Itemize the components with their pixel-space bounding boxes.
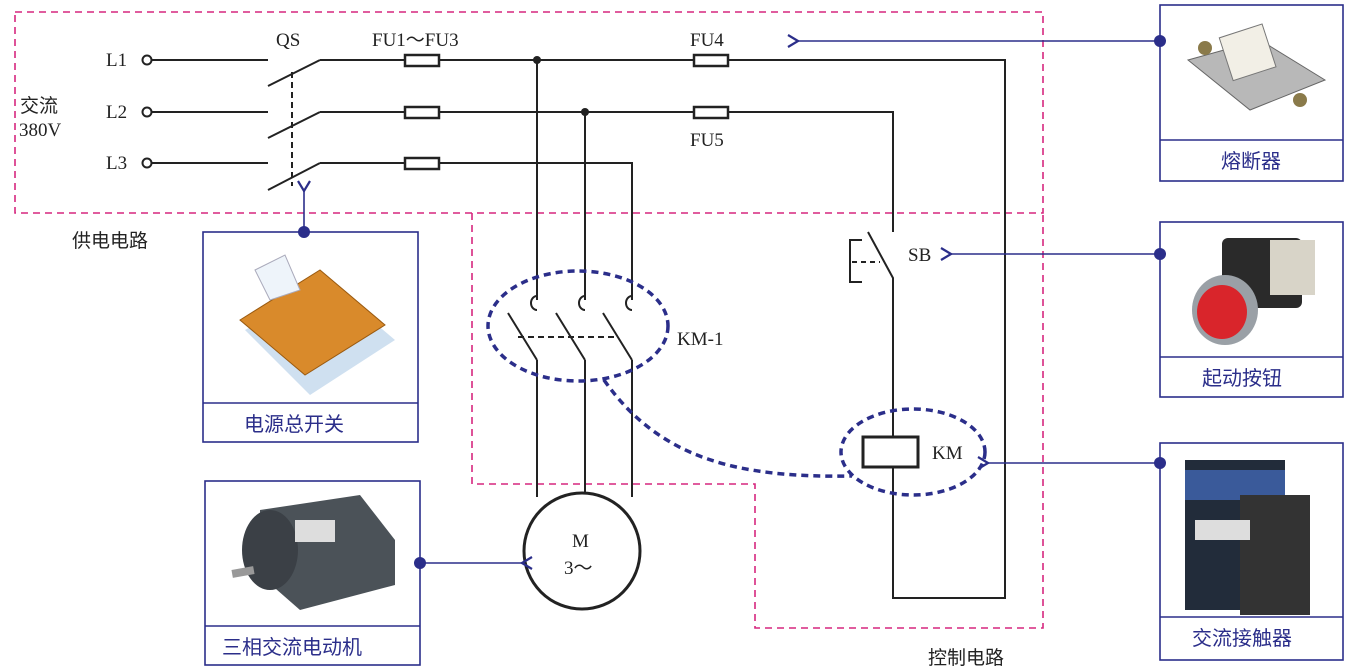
callout-caption-switch: 电源总开关 xyxy=(244,412,344,436)
voltage-label-1: 交流 xyxy=(20,95,58,117)
supply-circuit-region xyxy=(14,11,1044,214)
motor-label-2: 3～ xyxy=(564,558,593,579)
terminal-l2 xyxy=(141,106,153,118)
push-button-photo-icon xyxy=(1192,238,1315,345)
junction-l2 xyxy=(581,108,589,116)
callout-switch: 电源总开关 xyxy=(202,231,419,443)
terminal-l3 xyxy=(141,157,153,169)
km1-label: KM-1 xyxy=(677,329,723,350)
control-region-label: 控制电路 xyxy=(928,647,1004,669)
callout-motor: 三相交流电动机 xyxy=(204,480,421,666)
fuse-fu5 xyxy=(692,105,730,120)
callout-caption-button: 起动按钮 xyxy=(1202,366,1282,390)
callout-contactor: 交流接触器 xyxy=(1159,442,1344,661)
km-highlight xyxy=(839,407,987,497)
km-link xyxy=(602,378,853,478)
phase-label-l3: L3 xyxy=(106,153,127,174)
motor-label-1: M xyxy=(572,531,589,552)
fuse-photo-icon xyxy=(1186,23,1327,111)
fuse-fu4 xyxy=(692,53,730,68)
km-coil xyxy=(861,435,920,469)
callout-button: 起动按钮 xyxy=(1159,221,1344,398)
callout-caption-motor: 三相交流电动机 xyxy=(222,635,362,659)
fu5-label: FU5 xyxy=(690,130,724,151)
callout-caption-fuse: 熔断器 xyxy=(1221,149,1281,173)
control-circuit-region xyxy=(471,213,1044,629)
supply-region-label: 供电电路 xyxy=(72,230,148,252)
callout-fuse: 熔断器 xyxy=(1159,4,1344,182)
fuse-fu2 xyxy=(403,105,441,120)
callout-arrows xyxy=(298,35,1166,569)
km-label: KM xyxy=(932,443,963,464)
phase-label-l1: L1 xyxy=(106,50,127,71)
fuse-fu3 xyxy=(403,156,441,171)
terminal-l1 xyxy=(141,54,153,66)
knife-switch-photo-icon xyxy=(239,254,395,395)
qs-label: QS xyxy=(276,30,300,51)
contactor-photo-icon xyxy=(1185,460,1310,615)
junction-l1 xyxy=(533,56,541,64)
fu1-fu3-label: FU1～FU3 xyxy=(372,30,459,51)
km1-highlight xyxy=(486,269,670,383)
callout-caption-contactor: 交流接触器 xyxy=(1192,626,1292,650)
motor-photo-icon xyxy=(231,495,395,610)
phase-label-l2: L2 xyxy=(106,102,127,123)
motor-symbol xyxy=(522,491,642,611)
voltage-label-2: 380V xyxy=(19,120,62,141)
sb-label: SB xyxy=(908,245,931,266)
fuse-fu1 xyxy=(403,53,441,68)
fuses xyxy=(403,53,730,171)
fu4-label: FU4 xyxy=(690,30,724,51)
